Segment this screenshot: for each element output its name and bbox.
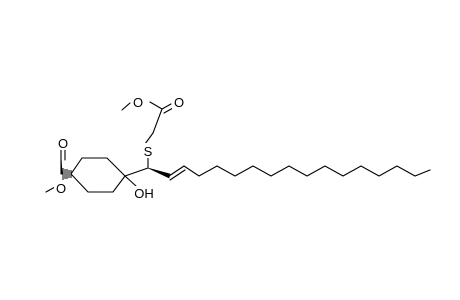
atom-label-hydroxyl: OH [134, 186, 154, 201]
top-ester-group [121, 101, 174, 145]
atom-labels: O O S O O OH [54, 95, 186, 201]
o-methyl-bond-left [45, 186, 56, 193]
ch2-sulfur-bond [144, 132, 154, 145]
atom-label-o-top-single: O [133, 95, 143, 110]
alkene-bond-a [168, 165, 185, 177]
o-carbonyl-bond-top [149, 101, 163, 110]
ring-hydroxyl-bond [124, 175, 137, 187]
stereocenter-ring-bond [124, 167, 149, 177]
alkyl-chain [183, 165, 431, 177]
hashed-bond-ring-to-ester [62, 168, 72, 180]
methyl-o-bond-top [121, 102, 131, 111]
atom-label-o-left-single: O [56, 181, 66, 196]
carbonyl-double-bond-top-b [163, 107, 174, 114]
alkene-bond-b [169, 169, 186, 181]
carbonyl-double-bond-top-a [161, 103, 172, 110]
left-ester-group [45, 149, 66, 193]
cyclohexane-ring [70, 157, 126, 193]
atom-label-o-top-double: O [174, 95, 184, 110]
atom-label-o-left-double: O [58, 136, 68, 151]
atom-label-sulfur: S [144, 144, 153, 159]
wedge-bond-to-vinyl [147, 167, 171, 179]
carbonyl-ch2-bond [152, 108, 163, 134]
